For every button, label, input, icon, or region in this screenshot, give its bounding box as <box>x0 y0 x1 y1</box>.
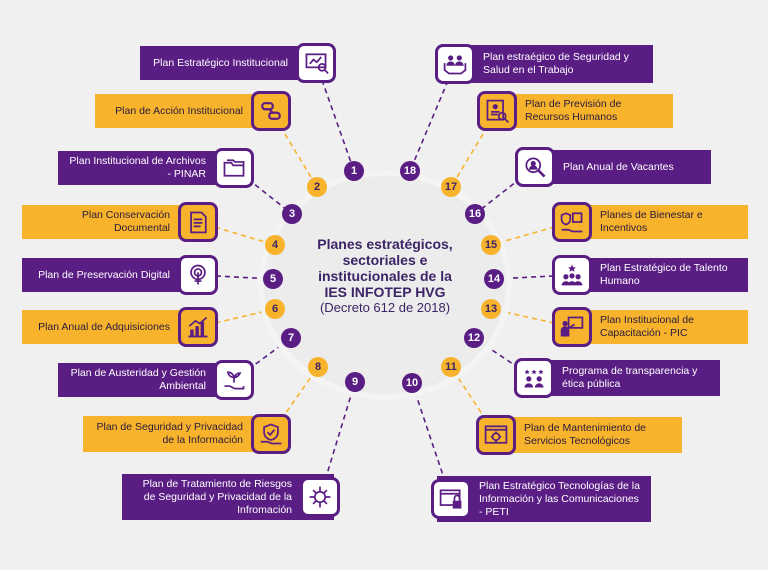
plan-box-14: Plan Estratégico de Talento Humano <box>552 255 748 295</box>
growth-chart-icon <box>178 307 218 347</box>
plan-number-6: 6 <box>265 299 285 319</box>
plan-label: Planes de Bienestar e Incentivos <box>600 209 703 234</box>
plan-label: Plan de Preservación Digital <box>38 268 170 281</box>
plan-label: Plan de Previsión de Recursos Humanos <box>525 98 622 123</box>
plan-box-16: Plan Anual de Vacantes <box>515 147 711 187</box>
plan-number-5: 5 <box>263 269 283 289</box>
center-title-line4: IES INFOTEP HVG <box>324 284 446 300</box>
person-search-icon <box>515 147 555 187</box>
plan-box-7: Plan de Austeridad y Gestión Ambiental <box>58 360 254 400</box>
plan-box-2: Plan de Acción Institucional <box>95 91 291 131</box>
center-title-line2: sectoriales e <box>342 252 428 268</box>
plan-number-3: 3 <box>282 204 302 224</box>
virus-icon <box>300 477 340 517</box>
plan-label: Plan de Tratamiento de Riesgos de Seguri… <box>142 477 292 516</box>
team-star-icon <box>552 255 592 295</box>
plan-number-13: 13 <box>481 299 501 319</box>
plan-box-13: Plan Institucional de Capacitación - PIC <box>552 307 748 347</box>
plan-number-17: 17 <box>441 177 461 197</box>
plan-number-1: 1 <box>344 161 364 181</box>
plan-box-11: Plan de Mantenimiento de Servicios Tecno… <box>476 415 682 455</box>
plan-number-8: 8 <box>308 357 328 377</box>
plan-box-5: Plan de Preservación Digital <box>22 255 218 295</box>
plan-number-15: 15 <box>481 235 501 255</box>
plan-label: Plan de Austeridad y Gestión Ambiental <box>70 367 206 392</box>
chain-link-icon <box>251 91 291 131</box>
benefits-hand-icon <box>552 202 592 242</box>
plan-label: Plan de Acción Institucional <box>115 104 243 117</box>
plan-number-18: 18 <box>400 161 420 181</box>
plan-number-4: 4 <box>265 235 285 255</box>
plan-number-16: 16 <box>465 204 485 224</box>
plan-box-15: Planes de Bienestar e Incentivos <box>552 202 748 242</box>
teacher-board-icon <box>552 307 592 347</box>
plant-hand-icon <box>214 360 254 400</box>
plan-box-4: Plan Conservación Documental <box>22 202 218 242</box>
plan-label: Plan Estratégico de Talento Humano <box>600 262 728 287</box>
plan-number-14: 14 <box>484 269 504 289</box>
plan-number-11: 11 <box>441 357 461 377</box>
plan-label: Plan Estratégico Institucional <box>153 56 288 69</box>
rating-people-icon <box>514 358 554 398</box>
plan-label: Plan Conservación Documental <box>81 209 170 234</box>
secure-browser-icon <box>431 479 471 519</box>
gear-browser-icon <box>476 415 516 455</box>
plan-label: Programa de transparencia y ética públic… <box>562 365 698 390</box>
touch-icon <box>178 255 218 295</box>
shield-hand-icon <box>251 414 291 454</box>
plan-box-17: Plan de Previsión de Recursos Humanos <box>477 91 673 131</box>
plan-box-1: Plan Estratégico Institucional <box>140 43 336 83</box>
plan-box-12: Programa de transparencia y ética públic… <box>514 358 720 398</box>
center-title-line3: institucionales de la <box>318 268 452 284</box>
folders-icon <box>214 148 254 188</box>
plan-label: Plan Institucional de Capacitación - PIC <box>600 314 694 339</box>
plan-box-8: Plan de Seguridad y Privacidad de la Inf… <box>83 414 291 454</box>
plan-box-6: Plan Anual de Adquisiciones <box>22 307 218 347</box>
plan-label: Plan Estratégico Tecnologías de la Infor… <box>479 479 640 518</box>
plan-number-9: 9 <box>345 372 365 392</box>
connector-line-2 <box>270 110 318 188</box>
document-icon <box>178 202 218 242</box>
center-label: Planes estratégicos, sectoriales e insti… <box>290 236 480 316</box>
plan-number-2: 2 <box>307 177 327 197</box>
plan-box-9: Plan de Tratamiento de Riesgos de Seguri… <box>122 474 340 520</box>
plan-box-18: Plan estraégico de Seguridad y Salud en … <box>435 44 653 84</box>
center-title-line1: Planes estratégicos, <box>317 236 453 252</box>
profile-search-icon <box>477 91 517 131</box>
center-subtitle: (Decreto 612 de 2018) <box>319 300 451 315</box>
plan-label: Plan de Mantenimiento de Servicios Tecno… <box>524 422 646 447</box>
plan-label: Plan de Seguridad y Privacidad de la Inf… <box>96 421 243 446</box>
connector-line-17 <box>450 110 498 188</box>
plan-number-12: 12 <box>464 328 484 348</box>
plan-label: Plan estraégico de Seguridad y Salud en … <box>483 51 629 76</box>
plan-label: Plan Anual de Vacantes <box>563 160 674 173</box>
plan-label: Plan Anual de Adquisiciones <box>38 320 170 333</box>
plan-box-10: Plan Estratégico Tecnologías de la Infor… <box>431 476 651 522</box>
presentation-chart-icon <box>296 43 336 83</box>
plan-number-10: 10 <box>402 373 422 393</box>
plan-number-7: 7 <box>281 328 301 348</box>
plan-label: Plan Institucional de Archivos - PINAR <box>69 155 206 180</box>
plan-box-3: Plan Institucional de Archivos - PINAR <box>58 148 254 188</box>
care-people-icon <box>435 44 475 84</box>
